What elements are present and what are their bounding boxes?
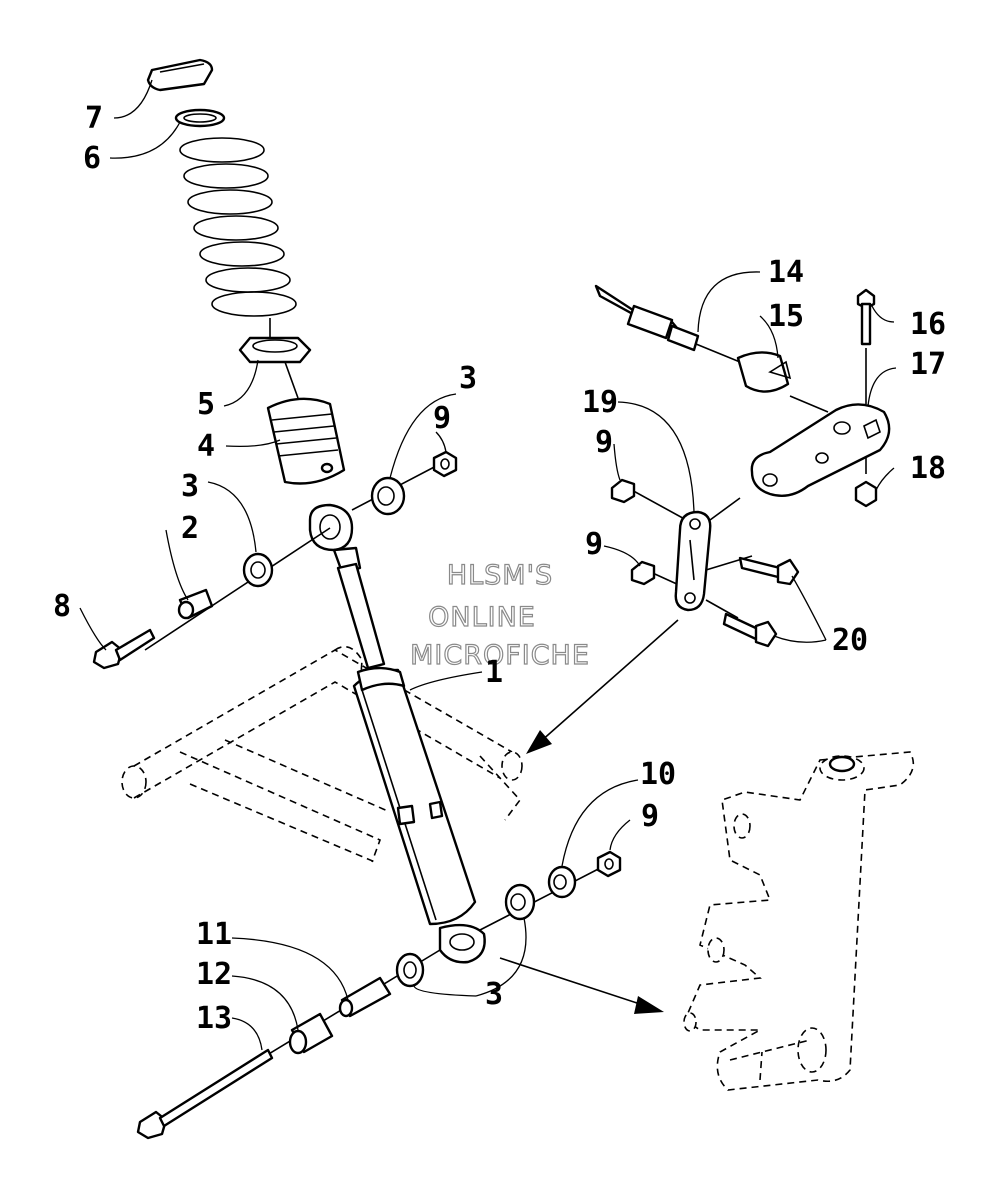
sway-bar-bushing — [736, 351, 792, 393]
callout-4: 4 — [197, 429, 215, 464]
upper-bushing-right — [370, 476, 406, 516]
callout-20: 20 — [832, 623, 868, 658]
link-bolt-upper — [738, 556, 800, 586]
callout-3-upper-right: 3 — [459, 361, 477, 396]
link-to-arm-arrow — [526, 619, 679, 754]
callout-19: 19 — [582, 385, 618, 420]
callout-16: 16 — [910, 307, 946, 342]
callout-3-upper-left: 3 — [181, 469, 199, 504]
upper-nut — [432, 450, 458, 478]
spring-retainer — [146, 58, 214, 92]
callout-9-link-lower: 9 — [585, 527, 603, 562]
watermark: HLSM'S ONLINE MICROFICHE — [409, 559, 590, 671]
lower-bushing-right — [504, 883, 536, 921]
callout-13: 13 — [196, 1001, 232, 1036]
callout-12: 12 — [196, 957, 232, 992]
coil-spring — [179, 137, 297, 317]
callouts: 7 6 5 4 3 2 8 3 9 1 10 9 3 11 12 13 14 1… — [53, 101, 946, 1036]
watermark-line-1: HLSM'S — [447, 560, 553, 591]
link-nut-lower — [630, 560, 656, 586]
a-arm-frame — [121, 645, 523, 863]
arm-nut — [854, 480, 878, 508]
callout-1: 1 — [485, 655, 503, 690]
callout-17: 17 — [910, 347, 946, 382]
leader-lines — [79, 79, 897, 1051]
sway-bar-link — [674, 510, 712, 612]
spring-collar — [266, 397, 346, 485]
sway-bar-arm — [750, 403, 891, 497]
link-bolt-lower — [722, 612, 778, 648]
shock-absorber — [308, 503, 486, 964]
callout-2: 2 — [181, 511, 199, 546]
callout-8: 8 — [53, 589, 71, 624]
lower-nut — [596, 850, 622, 878]
watermark-line-3: MICROFICHE — [410, 640, 590, 671]
lower-spacer-outer — [288, 1012, 334, 1055]
spring-seat-clip — [174, 108, 226, 128]
link-nut-upper — [610, 478, 636, 504]
upper-bushing-left — [242, 552, 274, 588]
upper-mount-bolt — [92, 628, 156, 670]
spindle-knuckle — [683, 751, 915, 1091]
callout-3-lower: 3 — [485, 977, 503, 1012]
lower-bushing-left — [395, 952, 425, 988]
lower-washer — [547, 865, 577, 899]
callout-18: 18 — [910, 451, 946, 486]
watermark-line-2: ONLINE — [428, 602, 536, 633]
callout-9-lower: 9 — [641, 799, 659, 834]
lower-mount-bolt — [136, 1048, 274, 1140]
callout-14: 14 — [768, 255, 804, 290]
callout-7: 7 — [85, 101, 103, 136]
spring-adjuster-nut — [238, 336, 312, 364]
callout-6: 6 — [83, 141, 101, 176]
callout-9-upper: 9 — [433, 401, 451, 436]
callout-9-link-upper: 9 — [595, 425, 613, 460]
upper-sleeve — [177, 588, 214, 620]
sway-bar — [594, 284, 700, 352]
callout-15: 15 — [768, 299, 804, 334]
callout-10: 10 — [640, 757, 676, 792]
callout-5: 5 — [197, 387, 215, 422]
arm-bolt — [856, 288, 876, 346]
shock-to-knuckle-arrow — [499, 957, 664, 1014]
lower-spacer-inner — [338, 976, 392, 1018]
callout-11: 11 — [196, 917, 232, 952]
